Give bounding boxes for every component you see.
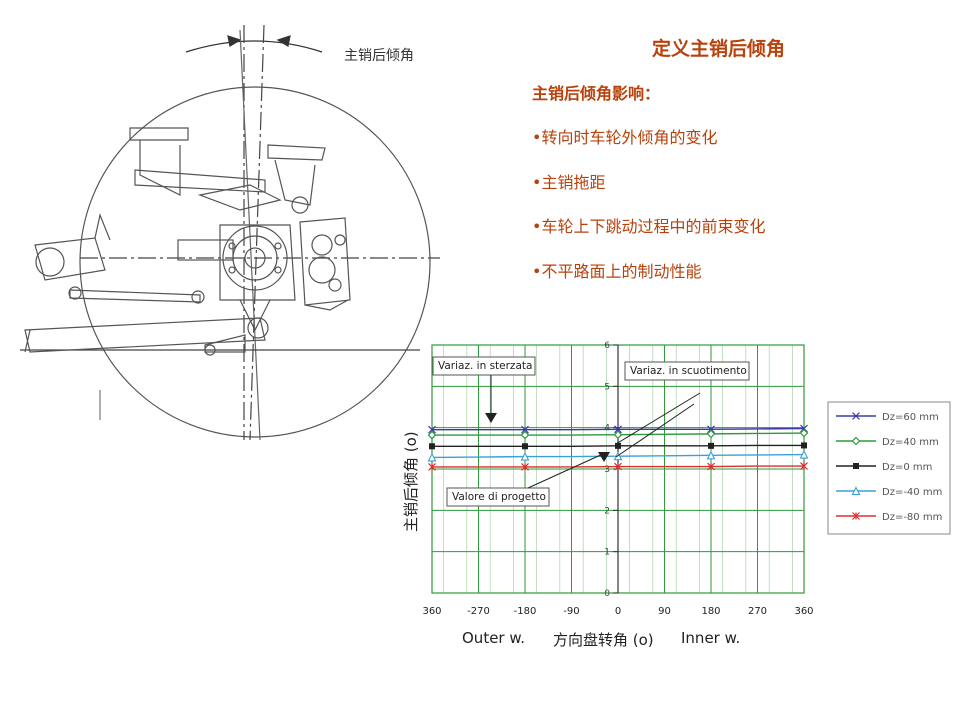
y-tick-label: 3 [604, 465, 610, 475]
x-tick-label: -90 [563, 606, 579, 617]
annotation-arrowhead [485, 413, 497, 423]
x-tick-label: 90 [658, 606, 671, 617]
data-point [801, 442, 807, 449]
y-tick-label: 5 [604, 382, 610, 392]
annotation-arrow [527, 452, 606, 489]
data-point [853, 463, 859, 469]
annotation-box [446, 487, 550, 507]
x-tick-label: 360 [794, 606, 813, 617]
x-tick-label: -270 [467, 606, 490, 617]
data-point [708, 442, 714, 449]
data-point [427, 452, 437, 462]
legend-label: Dz=40 mm [882, 437, 939, 448]
y-tick-label: 1 [604, 548, 610, 558]
page-title: 定义主销后倾角 [652, 38, 786, 60]
data-point [614, 425, 622, 434]
legend [827, 401, 951, 535]
y-axis-label: 主销后倾角 (o) [402, 431, 420, 532]
data-point [800, 424, 808, 433]
y-tick-label: 6 [604, 341, 610, 351]
annotation-text: Valore di progetto [452, 491, 546, 503]
annotation-arrowhead [598, 452, 610, 462]
section-subtitle: 主销后倾角影响： [532, 84, 661, 103]
x-axis-label: 方向盘转角 (o) [553, 631, 654, 649]
x-tick-label: 360 [422, 606, 441, 617]
data-point [707, 425, 715, 434]
legend-label: Dz=-40 mm [882, 487, 942, 498]
bullet-item: •不平路面上的制动性能 [532, 262, 702, 281]
data-point [429, 443, 435, 450]
legend-label: Dz=60 mm [882, 412, 939, 423]
annotation-text: Variaz. in sterzata [438, 360, 532, 372]
data-point [799, 428, 809, 438]
bullet-item: •车轮上下跳动过程中的前束变化 [532, 217, 766, 236]
annotation-text: Variaz. in scuotimento [630, 365, 747, 377]
data-point [520, 430, 530, 440]
data-point [615, 442, 621, 449]
x-tick-label: 0 [615, 606, 621, 617]
data-point [427, 430, 437, 440]
wheel-outline [79, 86, 431, 438]
caster-angle-label: 主销后倾角 [344, 48, 414, 64]
x-tick-label: 270 [748, 606, 767, 617]
y-tick-label: 0 [604, 589, 610, 599]
data-point [520, 451, 530, 461]
data-point [799, 449, 809, 459]
data-point [613, 430, 623, 440]
bullet-item: •主销拖距 [532, 173, 606, 192]
data-point [851, 436, 861, 446]
annotation-arrow [615, 392, 701, 445]
y-tick-label: 4 [604, 424, 610, 434]
data-point [522, 443, 528, 450]
legend-label: Dz=0 mm [882, 462, 932, 473]
x-tick-label: 180 [701, 606, 720, 617]
annotation-box [624, 361, 750, 381]
y-tick-label: 2 [604, 506, 610, 516]
annotation-arrow [615, 403, 695, 458]
data-point [706, 450, 716, 460]
data-point [428, 425, 436, 434]
data-point [852, 412, 860, 420]
x-axis-left-label: Outer w. [462, 629, 526, 647]
legend-label: Dz=-80 mm [882, 512, 942, 523]
data-point [521, 425, 529, 434]
data-point [851, 486, 861, 496]
bullet-item: •转向时车轮外倾角的变化 [532, 128, 718, 147]
data-point [706, 429, 716, 439]
x-axis-right-label: Inner w. [681, 629, 741, 647]
annotation-box [432, 356, 536, 376]
suspension-drawing [20, 24, 440, 441]
x-tick-label: -180 [514, 606, 537, 617]
